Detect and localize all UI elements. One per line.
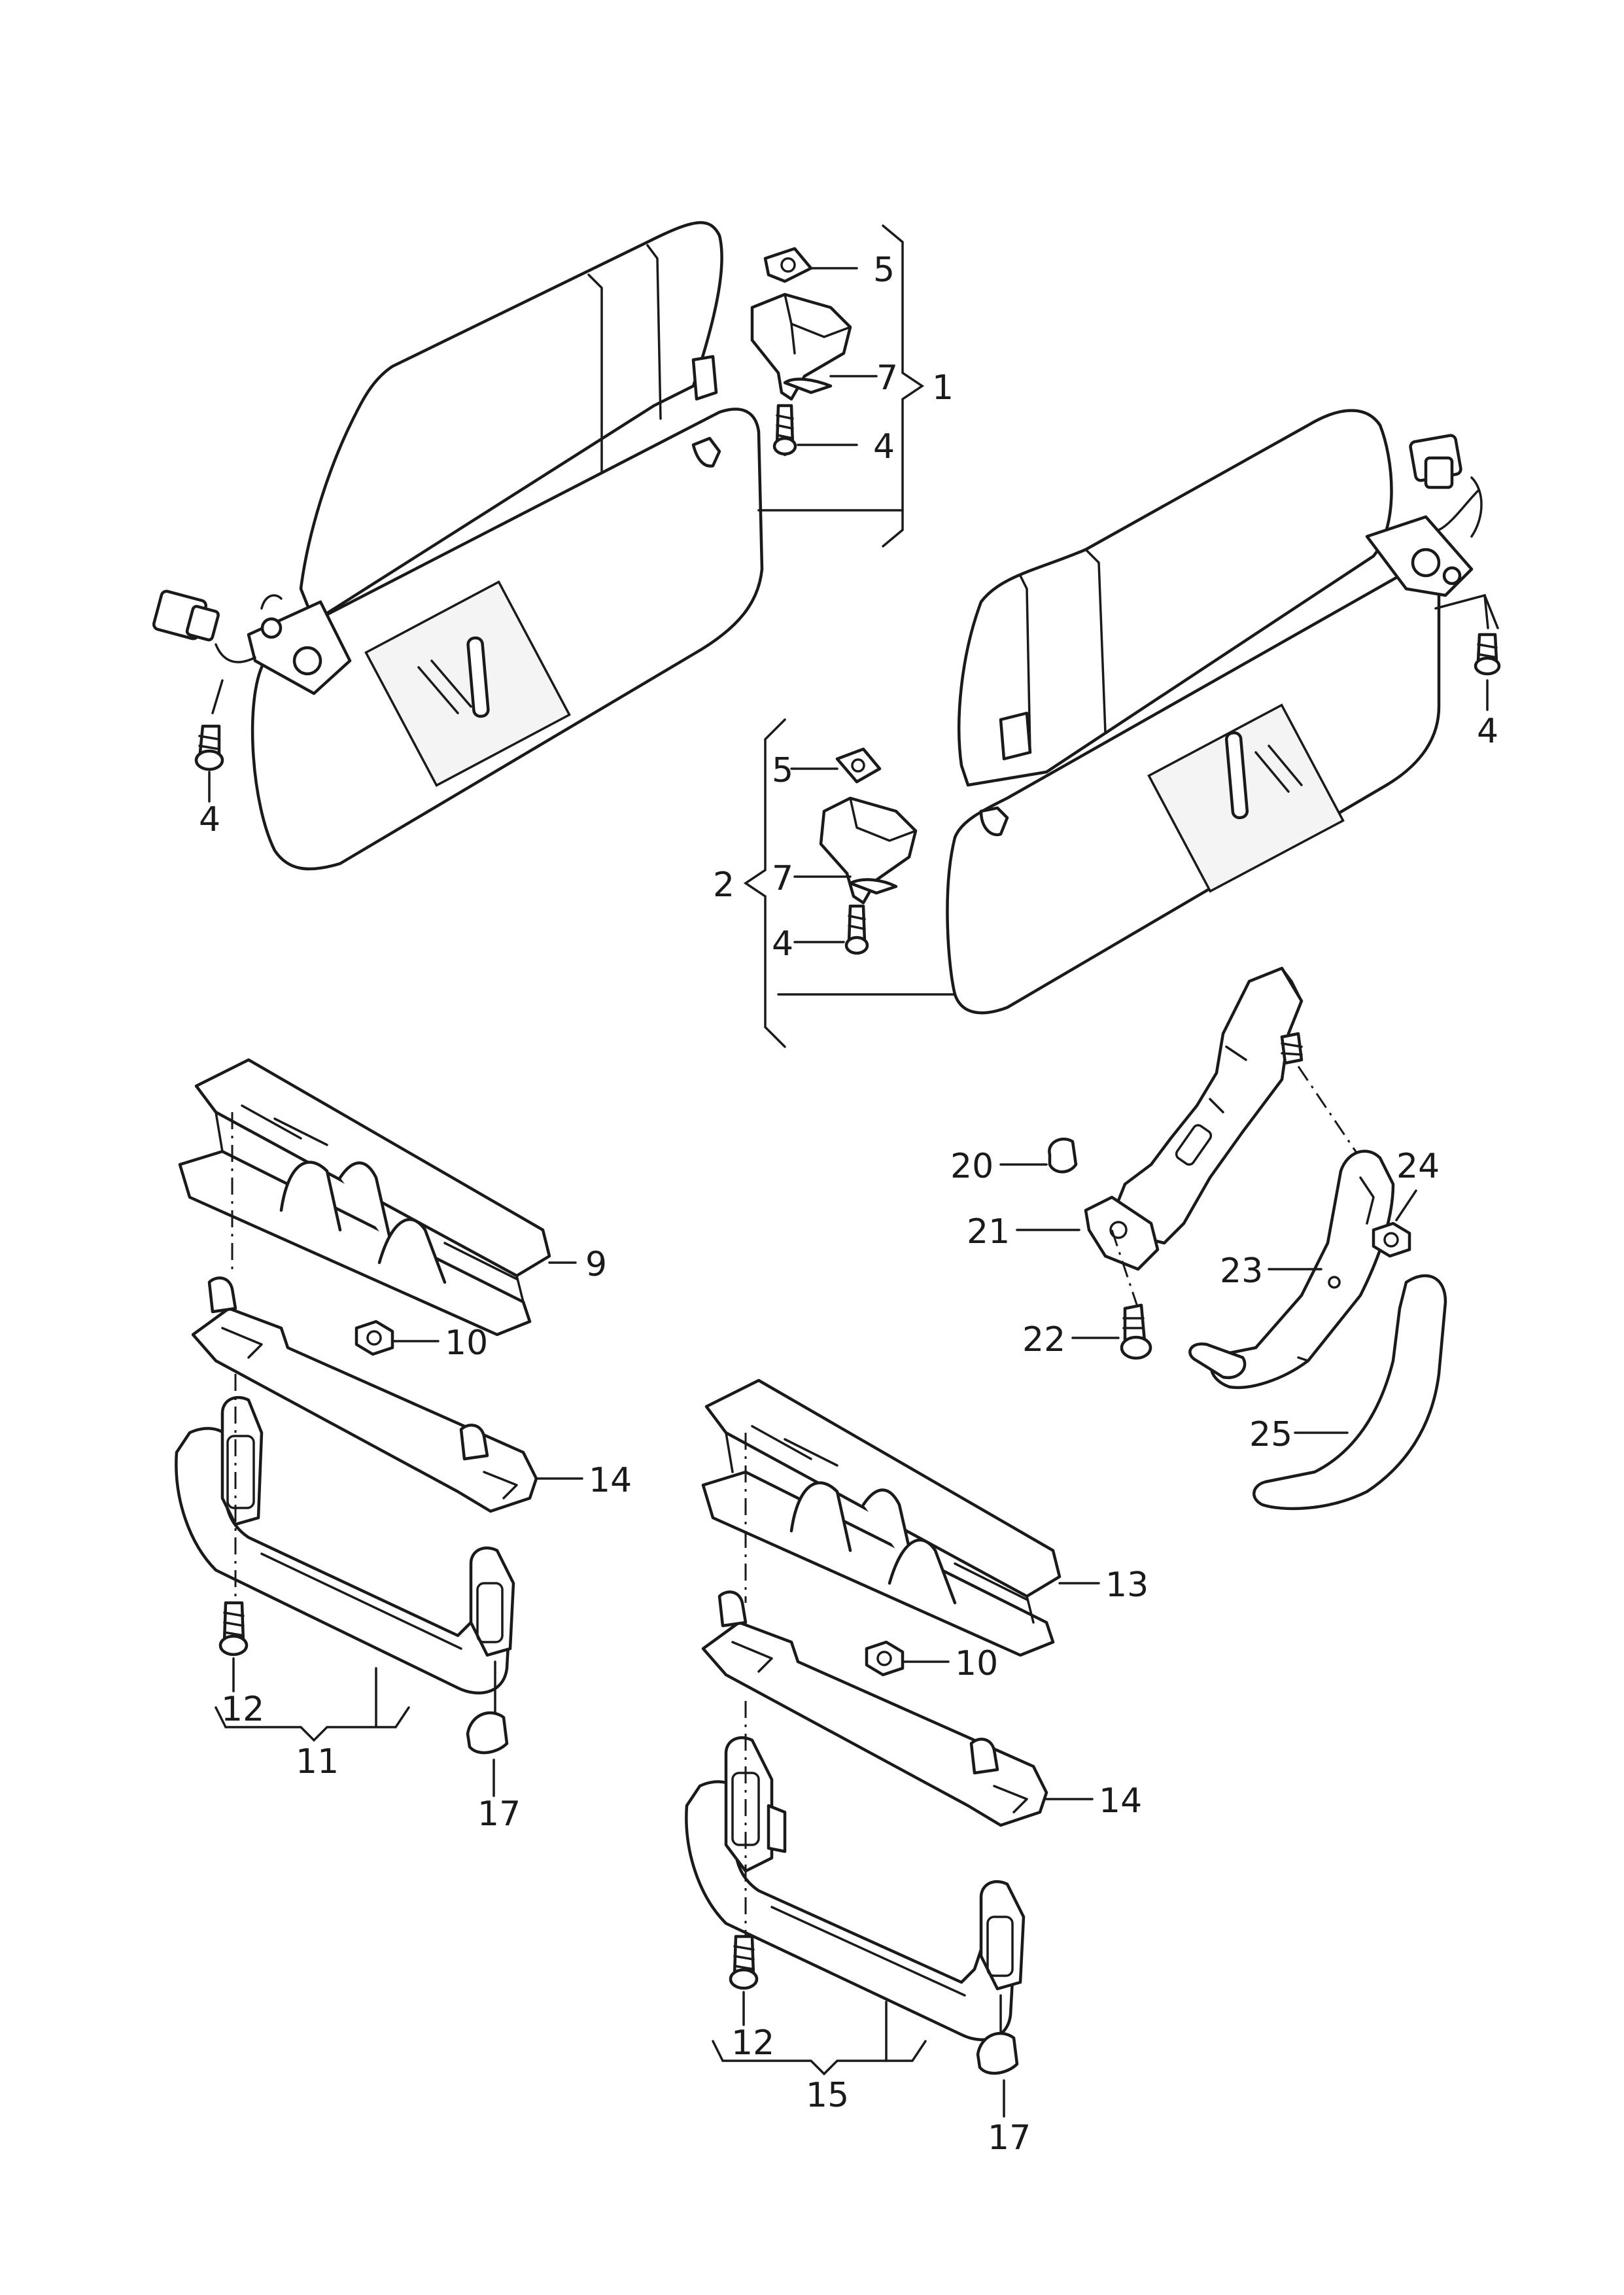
callout-12a: 12 <box>221 1690 264 1729</box>
handle-arm-23 <box>1188 1149 1395 1390</box>
callout-21: 21 <box>967 1212 1010 1252</box>
callout-17a: 17 <box>477 1795 521 1834</box>
leader-lines-2 <box>743 718 956 1048</box>
sun-visor-right <box>946 409 1483 1015</box>
end-cap-17a <box>466 1660 509 1797</box>
callout-4c: 4 <box>772 924 793 964</box>
screw-12b <box>729 1935 759 2026</box>
callout-24: 24 <box>1396 1147 1440 1186</box>
callout-14a: 14 <box>589 1461 632 1500</box>
callout-5b: 5 <box>772 751 793 790</box>
end-cap-17b <box>976 1994 1019 2118</box>
callout-4b: 4 <box>873 427 895 466</box>
leader-lines-1 <box>757 224 925 548</box>
callout-23: 23 <box>1220 1252 1263 1291</box>
visor-clip-bracket-1 <box>750 247 852 457</box>
callout-7b: 7 <box>772 859 793 898</box>
callout-5a: 5 <box>873 251 895 290</box>
clip-nut-5b <box>835 747 882 784</box>
screw-4-right-visor <box>1434 593 1501 711</box>
bracket-13 <box>701 1378 1062 1657</box>
callout-12b: 12 <box>731 2023 774 2063</box>
sun-visor-left <box>152 221 764 871</box>
callout-7a: 7 <box>876 359 898 398</box>
axis-line-22 <box>1111 1229 1139 1309</box>
bracket-11 <box>215 1706 410 1742</box>
holder-strip-14a <box>191 1276 583 1513</box>
nut-10b <box>865 1640 950 1677</box>
clip-20 <box>999 1137 1078 1174</box>
vanity-mirror-left <box>364 580 571 787</box>
callout-17b: 17 <box>988 2118 1031 2158</box>
nut-24 <box>1372 1189 1417 1258</box>
callout-10a: 10 <box>445 1323 488 1363</box>
nut-10a <box>354 1320 440 1356</box>
screw-12a <box>218 1601 249 1692</box>
callout-2: 2 <box>713 866 734 905</box>
screw-4-left-visor <box>194 679 224 803</box>
callout-4a: 4 <box>199 800 220 839</box>
callout-15: 15 <box>806 2076 849 2115</box>
callout-20: 20 <box>950 1147 993 1186</box>
callout-22: 22 <box>1022 1320 1065 1359</box>
bracket-9 <box>178 1058 551 1337</box>
cover-trim-25 <box>1253 1274 1447 1511</box>
screw-22 <box>1071 1303 1152 1360</box>
visor-clip-bracket-2 <box>819 747 918 955</box>
callout-10b: 10 <box>955 1644 998 1683</box>
bracket-15 <box>712 2040 927 2076</box>
grab-handle-11 <box>175 1395 515 1694</box>
callout-13: 13 <box>1105 1566 1149 1605</box>
callout-9: 9 <box>585 1245 607 1284</box>
callout-4d: 4 <box>1477 712 1498 751</box>
hinge-arm-21 <box>1084 966 1304 1271</box>
grab-handle-15 <box>685 1736 1026 2041</box>
clip-nut-5a <box>763 247 813 283</box>
callout-1: 1 <box>932 368 954 408</box>
callout-25: 25 <box>1249 1415 1292 1454</box>
holder-strip-14b <box>701 1590 1094 1827</box>
callout-11: 11 <box>296 1742 339 1781</box>
callout-14b: 14 <box>1099 1781 1142 1821</box>
